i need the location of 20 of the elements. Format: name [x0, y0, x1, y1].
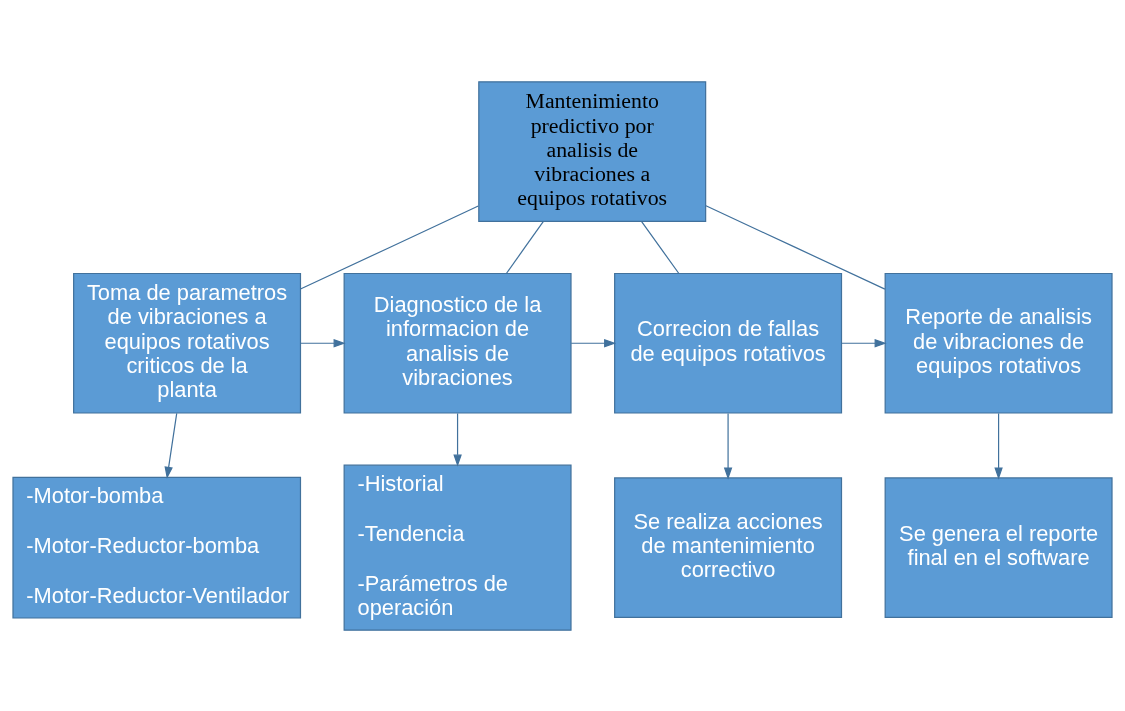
- connector: [505, 220, 544, 274]
- node-box: Toma de parametros de vibraciones a equipos rotativos criticos de la planta: [73, 272, 302, 414]
- node-box: Diagnostico de la informacion de analisis de vibraciones: [343, 272, 572, 414]
- arrow: [723, 412, 733, 480]
- connector: [705, 204, 886, 290]
- arrow: [453, 412, 462, 467]
- connector: [299, 204, 479, 290]
- node-box: Se genera el reporte final en el software: [884, 476, 1113, 618]
- node-box: Correcion de fallas de equipos rotativos: [614, 272, 843, 414]
- node-box: -Historial -Tendencia -Parámetros de operación: [343, 464, 572, 631]
- node-box: Mantenimiento predictivo por analisis de vibraciones a equipos rotativos: [478, 80, 707, 222]
- arrow: [300, 338, 346, 347]
- connector: [641, 220, 680, 274]
- node-box: -Motor-bomba -Motor-Reductor-bomba -Motor-Reductor-Ventilador: [12, 476, 302, 619]
- node-box: Reporte de analisis de vibraciones de equipos rotativos: [884, 272, 1113, 414]
- arrow: [841, 338, 887, 347]
- arrow: [994, 412, 1003, 480]
- arrow: [164, 412, 178, 479]
- arrow: [570, 338, 617, 347]
- node-box: Se realiza acciones de mantenimiento correctivo: [614, 476, 843, 618]
